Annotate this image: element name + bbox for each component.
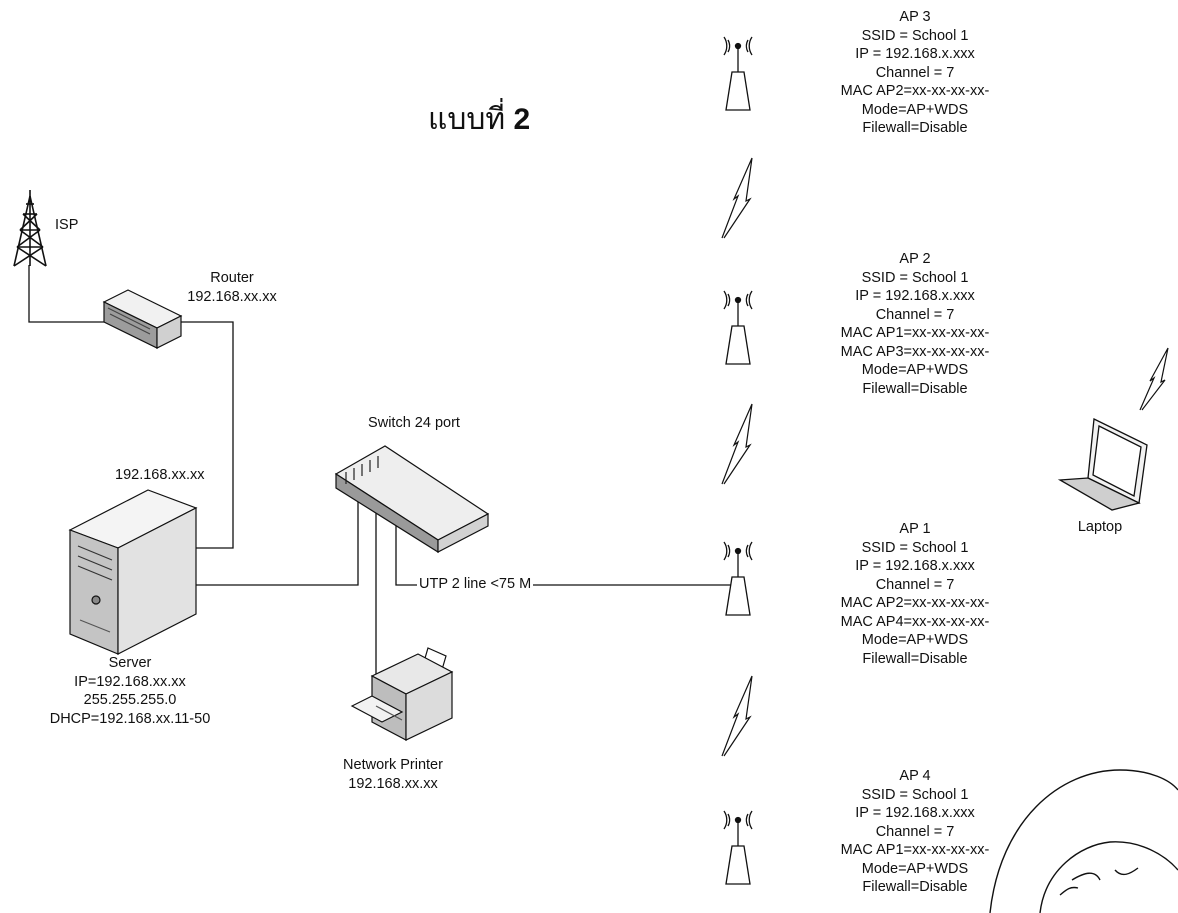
switch-label: Switch 24 port	[344, 414, 484, 433]
wireless-link-icon	[722, 158, 752, 238]
ap4-ssid: SSID = School 1	[815, 786, 1015, 805]
server-label: Server IP=192.168.xx.xx 255.255.255.0 DH…	[20, 654, 240, 728]
ap1-firewall: Filewall=Disable	[815, 650, 1015, 669]
laptop-label: Laptop	[1060, 518, 1140, 537]
laptop-icon	[1060, 419, 1147, 510]
ap3-mode: Mode=AP+WDS	[815, 101, 1015, 120]
ap2-label: AP 2 SSID = School 1 IP = 192.168.x.xxx …	[815, 250, 1015, 398]
ap3-ip: IP = 192.168.x.xxx	[815, 45, 1015, 64]
router-label: Router 192.168.xx.xx	[172, 269, 292, 306]
wireless-link-icon	[722, 676, 752, 756]
ap4-ip: IP = 192.168.x.xxx	[815, 804, 1015, 823]
server-link-ip: 192.168.xx.xx	[115, 466, 204, 485]
wireless-link-icon	[722, 404, 752, 484]
ap4-firewall: Filewall=Disable	[815, 878, 1015, 897]
ap3-ssid: SSID = School 1	[815, 27, 1015, 46]
title-text: แบบที่	[428, 103, 505, 136]
switch-icon	[336, 446, 488, 552]
ap4-mac: MAC AP1=xx-xx-xx-xx-	[815, 841, 1015, 860]
ap1-mac-2: MAC AP4=xx-xx-xx-xx-	[815, 613, 1015, 632]
server-switch-wire	[196, 500, 358, 585]
ap3-mac: MAC AP2=xx-xx-xx-xx-	[815, 82, 1015, 101]
stamp-seal	[990, 770, 1178, 913]
utp-link-label: UTP 2 line <75 M	[417, 576, 533, 592]
ap4-mode: Mode=AP+WDS	[815, 860, 1015, 879]
ap4-name: AP 4	[815, 767, 1015, 786]
ap3-label: AP 3 SSID = School 1 IP = 192.168.x.xxx …	[815, 8, 1015, 138]
ap2-mac-1: MAC AP1=xx-xx-xx-xx-	[815, 324, 1015, 343]
ap2-antenna-icon	[724, 291, 752, 364]
ap2-mode: Mode=AP+WDS	[815, 361, 1015, 380]
printer-name: Network Printer	[318, 756, 468, 775]
ap3-antenna-icon	[724, 37, 752, 110]
ap2-ip: IP = 192.168.x.xxx	[815, 287, 1015, 306]
ap2-channel: Channel = 7	[815, 306, 1015, 325]
server-mask: 255.255.255.0	[20, 691, 240, 710]
isp-label: ISP	[55, 216, 78, 235]
ap1-name: AP 1	[815, 520, 1015, 539]
isp-router-wire	[29, 265, 104, 322]
ap4-label: AP 4 SSID = School 1 IP = 192.168.x.xxx …	[815, 767, 1015, 897]
router-name: Router	[172, 269, 292, 288]
ap2-firewall: Filewall=Disable	[815, 380, 1015, 399]
printer-ip: 192.168.xx.xx	[318, 775, 468, 794]
ap2-name: AP 2	[815, 250, 1015, 269]
ap2-mac-2: MAC AP3=xx-xx-xx-xx-	[815, 343, 1015, 362]
server-name: Server	[20, 654, 240, 673]
router-icon	[104, 290, 181, 348]
ap1-channel: Channel = 7	[815, 576, 1015, 595]
ap4-antenna-icon	[724, 811, 752, 884]
ap3-name: AP 3	[815, 8, 1015, 27]
ap4-channel: Channel = 7	[815, 823, 1015, 842]
server-icon	[70, 490, 196, 654]
ap1-ssid: SSID = School 1	[815, 539, 1015, 558]
router-ip: 192.168.xx.xx	[172, 288, 292, 307]
printer-icon	[352, 648, 452, 740]
ap1-label: AP 1 SSID = School 1 IP = 192.168.x.xxx …	[815, 520, 1015, 668]
printer-label: Network Printer 192.168.xx.xx	[318, 756, 468, 793]
server-dhcp: DHCP=192.168.xx.11-50	[20, 710, 240, 729]
server-ip: IP=192.168.xx.xx	[20, 673, 240, 692]
ap1-mode: Mode=AP+WDS	[815, 631, 1015, 650]
title-number: 2	[514, 103, 531, 136]
isp-tower-icon	[14, 190, 46, 266]
ap1-antenna-icon	[724, 542, 752, 615]
ap3-channel: Channel = 7	[815, 64, 1015, 83]
ap1-mac-1: MAC AP2=xx-xx-xx-xx-	[815, 594, 1015, 613]
ap1-ip: IP = 192.168.x.xxx	[815, 557, 1015, 576]
ap2-ssid: SSID = School 1	[815, 269, 1015, 288]
ap3-firewall: Filewall=Disable	[815, 119, 1015, 138]
diagram-title: แบบที่ 2	[428, 96, 530, 143]
wireless-link-icon	[1140, 348, 1168, 410]
